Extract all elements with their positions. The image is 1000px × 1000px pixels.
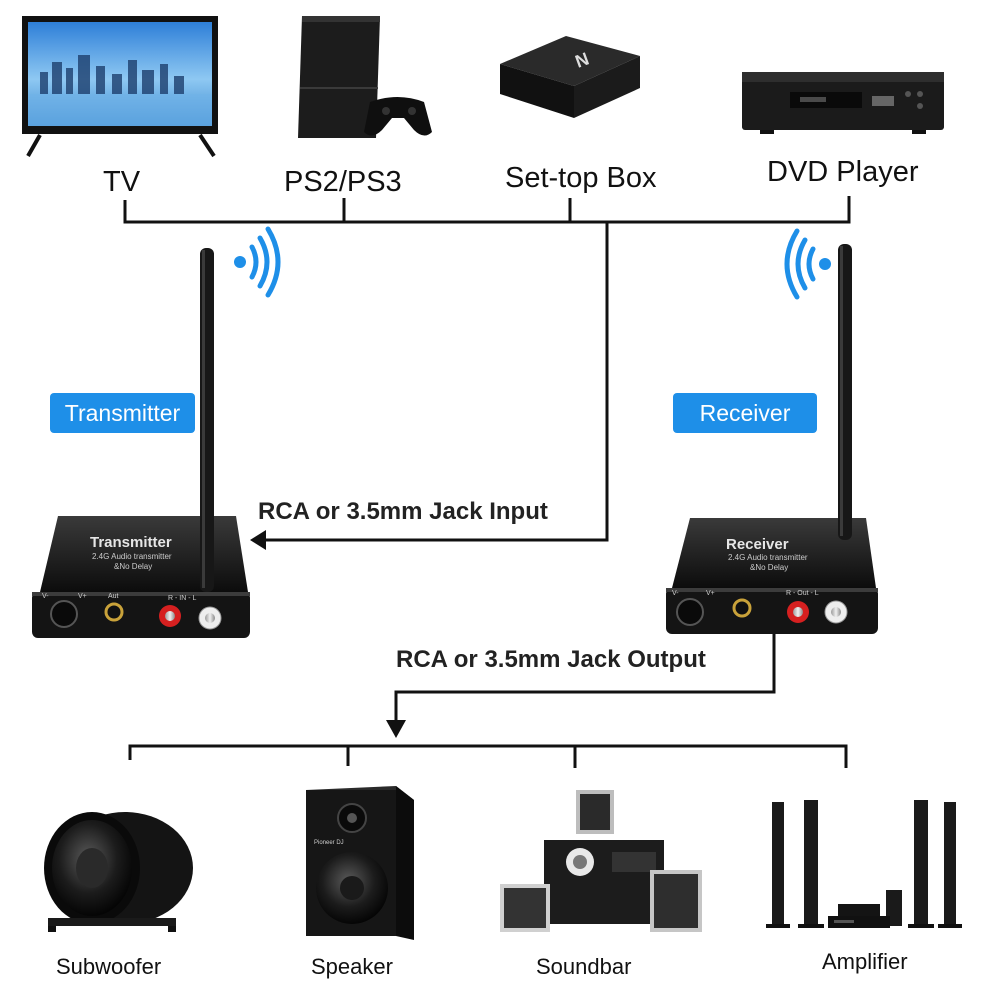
source-label-set-top-box: Set-top Box <box>505 162 657 194</box>
input-arrow-head <box>250 530 266 550</box>
output-arrow-head <box>386 720 406 738</box>
subwoofer-icon <box>44 812 193 932</box>
receiver-port-rca: R - Out - L <box>786 590 819 597</box>
source-label-tv: TV <box>103 166 141 198</box>
volume-knob <box>50 600 78 628</box>
transmitter-badge: Transmitter <box>50 393 195 433</box>
receiver-port-vminus: V- <box>672 590 679 597</box>
receiver-port-vplus: V+ <box>706 590 715 597</box>
receiver-device-title: Receiver <box>726 536 789 553</box>
destination-label-subwoofer: Subwoofer <box>56 954 162 979</box>
transmitter-port-rca: R - IN - L <box>168 595 197 602</box>
output-bus-line <box>128 634 848 768</box>
transmitter-port-vplus: V+ <box>78 593 87 600</box>
soundbar-system-icon <box>500 790 702 932</box>
receiver-badge: Receiver <box>673 393 817 433</box>
receiver-device-sub2: &No Delay <box>750 563 789 572</box>
output-label: RCA or 3.5mm Jack Output <box>396 646 706 673</box>
transmitter-device-title: Transmitter <box>90 534 172 551</box>
aux-jack <box>732 598 752 618</box>
receiver-device <box>666 244 878 634</box>
transmitter-port-vminus: V- <box>42 593 49 600</box>
source-label-ps3: PS2/PS3 <box>284 166 402 198</box>
aux-jack <box>104 602 124 622</box>
receiver-device-sub1: 2.4G Audio transmitter <box>728 553 808 562</box>
speaker-brand: Pioneer DJ <box>314 840 344 846</box>
transmitter-device-sub1: 2.4G Audio transmitter <box>92 552 172 561</box>
volume-knob <box>676 598 704 626</box>
set-top-box-icon: N <box>500 36 640 118</box>
destination-label-speaker: Speaker <box>311 954 393 979</box>
wifi-receive-icon <box>784 228 831 300</box>
source-label-dvd-player: DVD Player <box>767 156 919 188</box>
svg-text:N: N <box>573 49 592 72</box>
home-theater-amplifier-icon <box>766 800 962 928</box>
transmitter-device-sub2: &No Delay <box>114 562 153 571</box>
speaker-icon <box>306 786 414 940</box>
transmitter-device <box>32 248 250 638</box>
dvd-player-icon <box>742 72 944 134</box>
wifi-transmit-icon <box>234 226 281 298</box>
transmitter-port-aux: Aut <box>108 593 119 600</box>
tv-icon <box>22 16 218 158</box>
source-bus-line <box>123 196 851 542</box>
destination-label-soundbar: Soundbar <box>536 954 632 979</box>
input-label: RCA or 3.5mm Jack Input <box>258 498 548 525</box>
ps3-console-icon <box>298 16 432 138</box>
destination-label-amplifier: Amplifier <box>822 949 908 974</box>
